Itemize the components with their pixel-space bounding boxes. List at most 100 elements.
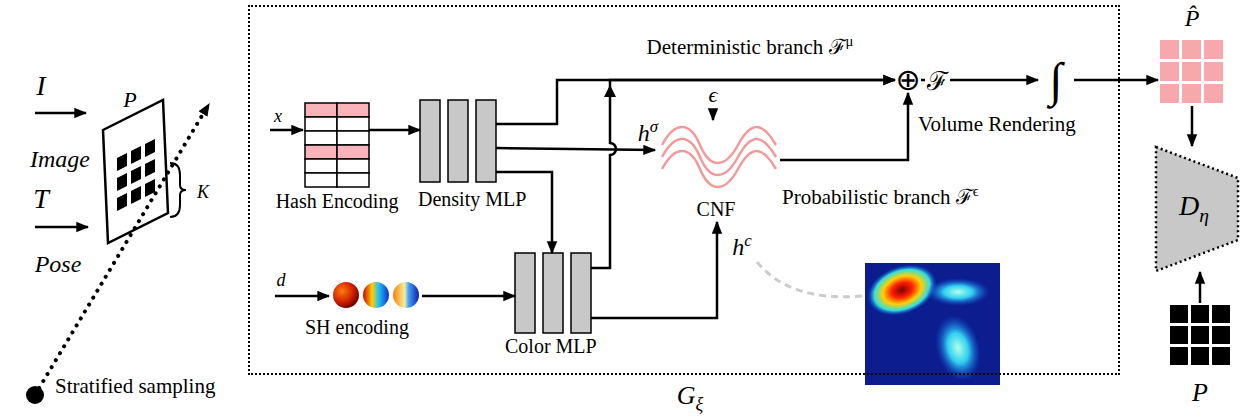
input-arrow [275,295,329,298]
edge-label: Deterministic branch ℱμ [647,33,854,59]
patch-pixel [1191,326,1209,344]
hash-cell [337,159,369,173]
connector [780,93,908,160]
connector [496,172,552,253]
connector [496,148,655,150]
mlp-layer [515,253,535,333]
edge-label: Probabilistic branch ℱϵ [782,183,979,209]
pixel-square [145,179,155,197]
flow-block: CNF [655,118,780,222]
leader-line [757,262,862,297]
outline [1156,147,1238,271]
sum-node: ⊕ [895,67,921,93]
pixel-square [131,166,141,184]
connector [1074,79,1158,82]
patch-pixel [1170,347,1188,365]
sh-sphere [333,282,359,308]
connector [496,80,895,124]
pixel-square [117,193,127,211]
real-patch: P [1168,303,1232,367]
node-label: Volume Rendering [918,112,1076,136]
hash-cell [305,145,337,159]
mlp-layer [543,253,563,333]
density-heatmap [865,263,1000,385]
mlp-layer [571,253,591,333]
mlp-layer [420,100,440,182]
color-mlp: Color MLP [515,253,591,333]
edge-label: hσ [638,117,658,148]
patch-pixel [1212,347,1230,365]
node-label: P̂ [1185,5,1200,33]
patch-pixel [1204,62,1223,81]
rendered-patch: P̂ [1158,38,1226,106]
outline [103,100,168,243]
patch-pixel [1204,84,1223,103]
node-label: P [123,87,136,112]
edge-label: ℱ [925,67,950,97]
annotation-label: Pose [35,251,82,279]
mlp-layer [448,100,468,182]
node-label: CNF [697,198,736,221]
pixel-square [131,146,141,164]
patch-pixel [1160,40,1179,59]
input-arrow [35,112,86,115]
sh-encoding: SH encoding [330,280,422,310]
patch-pixel [1191,305,1209,323]
patch-pixel [1182,84,1201,103]
generator-box: GξHash EncodingDensity MLPSH encodingCol… [248,5,1120,375]
patch-pixel [1170,326,1188,344]
node-label: ∫ [1049,52,1062,107]
flow-wave [662,139,776,175]
annotation-label: d [277,270,286,291]
input-arrow [35,226,88,229]
pixel-square [117,173,127,191]
node-label: Color MLP [505,335,597,358]
node-label: Hash Encoding [276,190,399,213]
connector [591,222,717,318]
pixel-squares [117,139,155,211]
hash-cell [337,145,369,159]
plane-outline [100,96,172,246]
sh-sphere [363,282,389,308]
brace [170,163,186,217]
camera-center [26,386,44,404]
hash-cell [337,103,369,117]
volume-rendering: ∫Volume Rendering [1038,44,1074,116]
hash-encoding: Hash Encoding [305,103,369,187]
pixel-square [145,159,155,177]
flow-wave [662,151,776,187]
node-label: P [1192,378,1208,408]
connector [1191,106,1194,146]
connector [1199,272,1202,303]
annotation-label: T [33,183,49,215]
hash-cell [337,173,369,187]
annotation-label: ϵ [709,82,718,107]
node-label: Gξ [677,381,704,415]
pixel-square [117,153,127,171]
patch-pixel [1182,62,1201,81]
image-plane: P [100,96,172,246]
patch-pixel [1182,40,1201,59]
flow-waves [662,127,776,187]
hash-grid [305,103,369,187]
hash-cell [305,159,337,173]
patch-pixel [1160,84,1179,103]
patch-pixel [1204,40,1223,59]
patch-pixel [1212,326,1230,344]
connector [369,129,420,132]
connector [591,80,895,268]
annotation-label: Stratified sampling [55,374,215,398]
patch-pixel [1212,305,1230,323]
annotation-label: K [197,182,209,203]
node-label: SH encoding [305,316,409,339]
density-mlp: Density MLP [420,100,496,182]
edge-label: hc [732,231,751,262]
mlp-layer [476,100,496,182]
hash-cell [305,103,337,117]
annotation-label: x [274,106,282,127]
node-label: ⊕ [895,63,920,98]
annotation-label: Image [30,146,90,174]
hash-cell [305,131,337,145]
heatmap-mode [926,278,990,306]
